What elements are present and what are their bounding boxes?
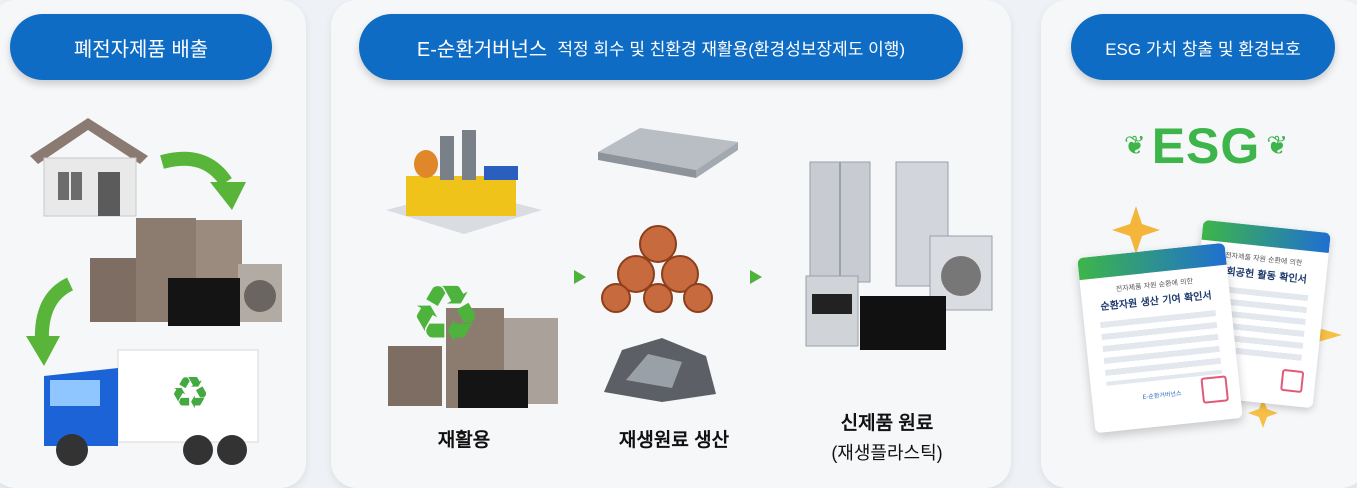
certificate-seal-text: E-순환거버넌스 <box>1142 390 1182 402</box>
recycling-truck-image: ♻ <box>44 349 259 466</box>
esg-logo-text: ESG <box>1151 118 1261 174</box>
new-appliances-image <box>805 161 993 350</box>
caption-new-material-main: 신제품 원료 <box>840 413 934 434</box>
old-appliances-image <box>90 218 282 326</box>
leaf-icon: ❦ <box>1123 131 1146 161</box>
seal-stamp <box>1280 368 1305 394</box>
esg-logo: ❦ ESG ❦ <box>1108 116 1304 176</box>
governance-brand: E-순환거버넌스 <box>416 38 548 61</box>
caption-recycle: 재활용 <box>437 430 491 451</box>
caption-new-material-sub: (재생플라스틱) <box>831 443 943 463</box>
disposal-title-text: 폐전자제품 배출 <box>73 38 209 61</box>
arrow-right-icon <box>574 270 586 284</box>
metal-sheet-image <box>598 128 738 178</box>
governance-title-text: 적정 회수 및 친환경 재활용(환경성보장제도 이행) <box>557 39 906 59</box>
curved-arrow-icon <box>160 151 246 210</box>
curved-arrow-icon <box>26 277 74 366</box>
scrap-material-image <box>604 338 716 402</box>
house-icon <box>30 118 148 217</box>
svg-text:♻: ♻ <box>170 368 209 419</box>
copper-pipes-image <box>601 225 713 313</box>
seal-stamp <box>1200 375 1229 404</box>
recycle-appliances-image: ♻ <box>388 268 558 408</box>
factory-image <box>386 130 542 234</box>
sparkle-icon <box>1112 206 1160 254</box>
esg-title-text: ESG 가치 창출 및 환경보호 <box>1105 39 1301 59</box>
arrow-right-icon <box>750 270 762 284</box>
caption-production: 재생원료 생산 <box>618 430 730 451</box>
certificate-production: 전자제품 자원 순환에 의한 순환자원 생산 기여 확인서 E-순환거버넌스 <box>1077 242 1243 434</box>
esg-title: ESG 가치 창출 및 환경보호 <box>1071 14 1335 80</box>
governance-title: E-순환거버넌스 적정 회수 및 친환경 재활용(환경성보장제도 이행) <box>359 14 963 80</box>
caption-new-material: 신제품 원료 (재생플라스틱) <box>822 408 952 465</box>
svg-text:♻: ♻ <box>410 268 482 361</box>
leaf-icon: ❦ <box>1266 131 1289 161</box>
disposal-title: 폐전자제품 배출 <box>10 14 272 80</box>
sparkle-icon <box>1248 398 1278 428</box>
